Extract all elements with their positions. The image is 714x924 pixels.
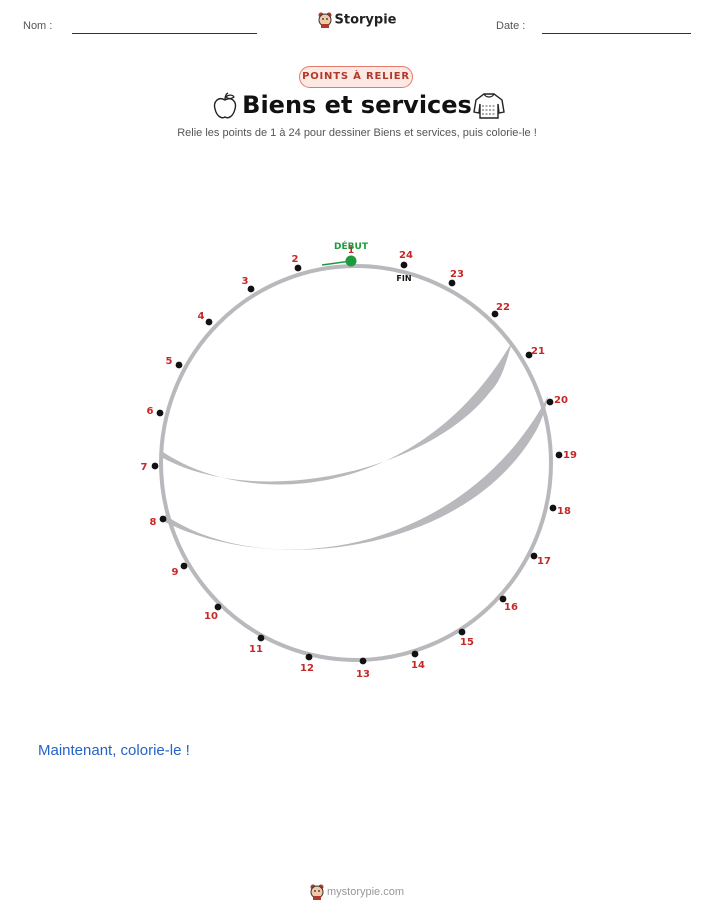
instructions: Relie les points de 1 à 24 pour dessiner… — [177, 127, 537, 139]
dot-label-9: 9 — [172, 567, 179, 578]
date-label: Date : — [496, 20, 526, 32]
dot-9[interactable] — [180, 562, 188, 570]
name-line — [72, 33, 257, 34]
date-line — [542, 33, 691, 34]
coloring-prompt: Maintenant, colorie-le ! — [38, 742, 190, 759]
dot-16[interactable] — [499, 595, 507, 603]
dot-21[interactable] — [525, 351, 533, 359]
footer: mystorypie.com — [0, 884, 714, 900]
page-title: Biens et services — [242, 91, 472, 119]
dot-label-15: 15 — [460, 637, 474, 648]
dot-label-23: 23 — [450, 269, 464, 280]
dot-3[interactable] — [247, 285, 255, 293]
activity-badge: POINTS À RELIER — [299, 66, 413, 88]
dot-19[interactable] — [555, 451, 563, 459]
dot-18[interactable] — [549, 504, 557, 512]
dot-label-3: 3 — [242, 276, 249, 287]
dot-label-4: 4 — [198, 311, 205, 322]
end-label: FIN — [396, 274, 411, 283]
dot-20[interactable] — [546, 398, 554, 406]
dot-label-2: 2 — [292, 254, 299, 265]
dot-label-12: 12 — [300, 663, 314, 674]
dot-label-6: 6 — [147, 406, 154, 417]
footer-site: mystorypie.com — [326, 885, 405, 898]
dot-label-7: 7 — [141, 462, 148, 473]
dot-label-14: 14 — [411, 660, 425, 671]
dot-12[interactable] — [305, 653, 313, 661]
apple-icon — [213, 92, 237, 119]
dot-label-24: 24 — [399, 250, 413, 261]
dot-6[interactable] — [156, 409, 164, 417]
dot-label-11: 11 — [249, 644, 263, 655]
dot-label-20: 20 — [554, 395, 568, 406]
dot-10[interactable] — [214, 603, 222, 611]
dot-22[interactable] — [491, 310, 499, 318]
dot-label-5: 5 — [166, 356, 173, 367]
dot-label-10: 10 — [204, 611, 218, 622]
dot-13[interactable] — [359, 657, 367, 665]
ball-outline — [159, 264, 553, 662]
dot-label-8: 8 — [150, 517, 157, 528]
dot-label-21: 21 — [531, 346, 545, 357]
brand-name: Storypie — [334, 12, 397, 28]
dot-label-17: 17 — [537, 556, 551, 567]
name-label: Nom : — [23, 20, 53, 32]
dot-14[interactable] — [411, 650, 419, 658]
dot-11[interactable] — [257, 634, 265, 642]
dot-15[interactable] — [458, 628, 466, 636]
dot-7[interactable] — [151, 462, 159, 470]
footer-mascot-icon — [310, 884, 324, 900]
dot-24[interactable] — [400, 261, 408, 269]
dot-4[interactable] — [205, 318, 213, 326]
dot-17[interactable] — [530, 552, 538, 560]
start-dot[interactable] — [345, 255, 357, 267]
mascot-icon — [318, 12, 331, 28]
dot-23[interactable] — [448, 279, 456, 287]
dot-8[interactable] — [159, 515, 167, 523]
dot-label-13: 13 — [356, 669, 370, 680]
dot-label-22: 22 — [496, 302, 510, 313]
start-label: DÉBUT — [334, 240, 369, 252]
dot-label-1: 1 — [348, 246, 354, 256]
dot-label-16: 16 — [504, 602, 518, 613]
dot-label-18: 18 — [557, 506, 571, 517]
dot-5[interactable] — [175, 361, 183, 369]
dot-2[interactable] — [294, 264, 302, 272]
ball-stripes — [163, 342, 548, 550]
dot-label-19: 19 — [563, 450, 577, 461]
sweater-icon — [473, 93, 505, 119]
brand-logo: Storypie — [0, 12, 714, 28]
